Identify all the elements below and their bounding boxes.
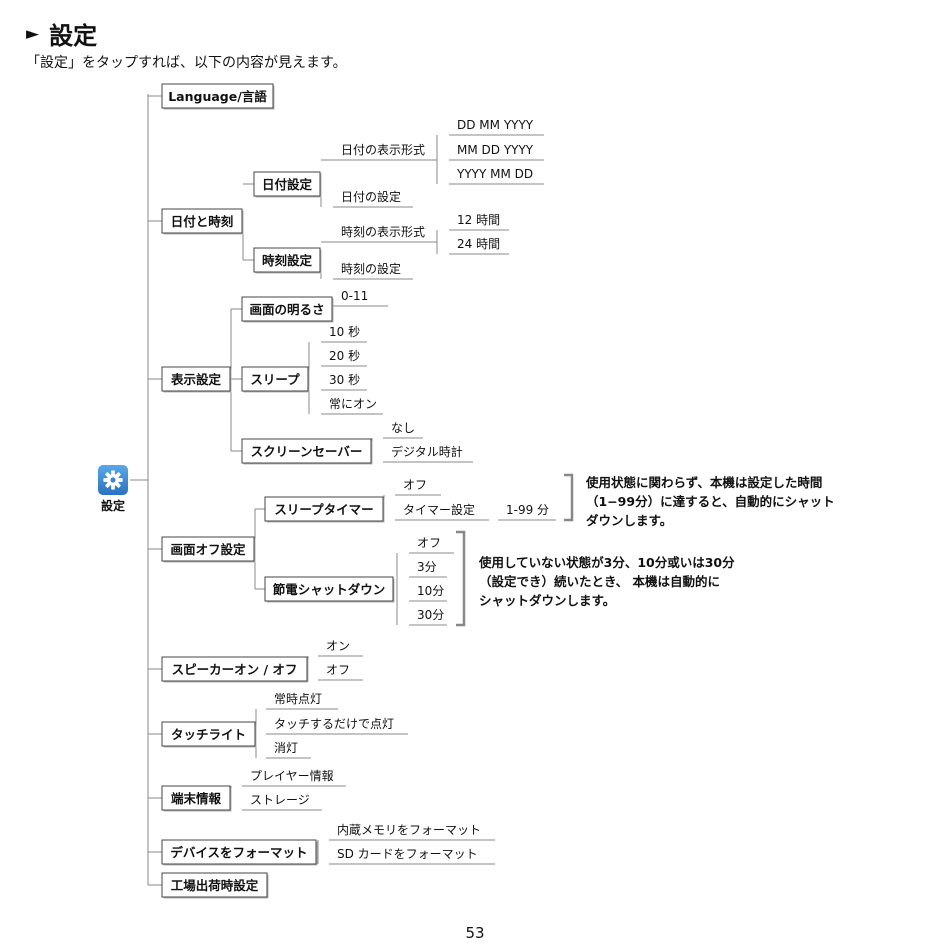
node-label: タッチライト bbox=[171, 727, 246, 742]
leaf-sleep-option: 常にオン bbox=[329, 397, 377, 411]
leaf-date-set: 日付の設定 bbox=[341, 189, 401, 204]
leaf-sleep-timer-option: オフ bbox=[403, 478, 427, 492]
leaf-auto-off-option: 3分 bbox=[417, 560, 437, 574]
leaf-brightness-range: 0-11 bbox=[341, 289, 368, 303]
leaf-sleep-option: 30 秒 bbox=[329, 373, 360, 387]
node-auto-off: 節電シャットダウン bbox=[264, 576, 395, 603]
leaf-device-info-option: ストレージ bbox=[250, 793, 310, 807]
page-title: 設定 bbox=[49, 22, 98, 50]
sleep-timer-note: 使用状態に関わらず、本機は設定した時間 （1−99分）に達すると、自動的にシャッ… bbox=[586, 473, 835, 530]
node-date-settings: 日付設定 bbox=[253, 171, 322, 198]
node-label: 時刻設定 bbox=[262, 253, 313, 268]
leaf-sleep-timer-option: タイマー設定 bbox=[403, 502, 475, 517]
category-touchlight: タッチライト bbox=[161, 721, 257, 748]
intro-text: 「設定」をタップすれば、以下の内容が見えます。 bbox=[26, 55, 347, 71]
leaf-time-set: 時刻の設定 bbox=[341, 261, 401, 276]
node-label: デバイスをフォーマット bbox=[170, 845, 307, 860]
bracket bbox=[456, 530, 466, 627]
leaf-sleep-option: 10 秒 bbox=[329, 325, 360, 339]
leaf-auto-off-option: オフ bbox=[417, 536, 441, 550]
category-speaker: スピーカーオン / オフ bbox=[161, 656, 309, 683]
node-label: 日付設定 bbox=[262, 177, 313, 192]
category-factory-reset: 工場出荷時設定 bbox=[161, 872, 269, 899]
leaf-time-format-option: 24 時間 bbox=[457, 237, 500, 251]
page-number: 53 bbox=[465, 924, 485, 942]
leaf-speaker-option: オン bbox=[326, 639, 350, 653]
node-screensaver: スクリーンセーバー bbox=[241, 438, 373, 465]
node-label: 節電シャットダウン bbox=[273, 582, 386, 597]
category-datetime: 日付と時刻 bbox=[161, 208, 244, 235]
leaf-format-option: 内蔵メモリをフォーマット bbox=[337, 823, 481, 837]
leaf-date-format-option: DD MM YYYY bbox=[457, 118, 534, 132]
node-label: 工場出荷時設定 bbox=[171, 878, 259, 893]
node-label: スリープ bbox=[250, 372, 300, 387]
note-line: 使用していない状態が3分、10分或いは30分 bbox=[479, 555, 735, 570]
root-label: 設定 bbox=[100, 499, 125, 513]
node-label: 画面の明るさ bbox=[249, 302, 324, 317]
leaf-date-format-option: MM DD YYYY bbox=[457, 143, 534, 157]
note-line: （1−99分）に達すると、自動的にシャット bbox=[586, 494, 835, 509]
category-language: Language/言語 bbox=[161, 83, 275, 110]
leaf-touchlight-option: 消灯 bbox=[274, 741, 298, 755]
node-sleep: スリープ bbox=[241, 366, 310, 393]
leaf-time-format-option: 12 時間 bbox=[457, 213, 500, 227]
note-line: ダウンします。 bbox=[586, 513, 673, 528]
leaf-format-option: SD カードをフォーマット bbox=[337, 847, 478, 861]
leaf-date-format: 日付の表示形式 bbox=[341, 143, 425, 157]
category-format: デバイスをフォーマット bbox=[161, 839, 318, 866]
node-label: 表示設定 bbox=[170, 372, 222, 387]
leaf-time-format: 時刻の表示形式 bbox=[341, 225, 425, 239]
node-label: スリープタイマー bbox=[274, 502, 373, 517]
leaf-sleep-timer-range: 1-99 分 bbox=[506, 503, 549, 517]
auto-off-note: 使用していない状態が3分、10分或いは30分 （設定でき）続いたとき、 本機は自… bbox=[479, 553, 735, 610]
gear-icon bbox=[98, 465, 128, 495]
node-brightness: 画面の明るさ bbox=[241, 296, 334, 323]
leaf-sleep-option: 20 秒 bbox=[329, 349, 360, 363]
page-header: ► 設定 bbox=[26, 16, 97, 51]
node-time-settings: 時刻設定 bbox=[253, 247, 322, 274]
node-sleep-timer: スリープタイマー bbox=[264, 496, 385, 523]
category-screen-off: 画面オフ設定 bbox=[161, 536, 256, 563]
leaf-auto-off-option: 10分 bbox=[417, 584, 444, 598]
flag-triangle-icon: ► bbox=[26, 23, 40, 44]
node-label: スピーカーオン / オフ bbox=[172, 662, 298, 677]
category-device-info: 端末情報 bbox=[161, 785, 232, 812]
node-label: スクリーンセーバー bbox=[251, 444, 363, 459]
note-line: 使用状態に関わらず、本機は設定した時間 bbox=[586, 475, 823, 490]
note-line: シャットダウンします。 bbox=[479, 593, 616, 608]
bracket bbox=[564, 473, 574, 522]
node-label: Language/言語 bbox=[168, 89, 267, 104]
leaf-device-info-option: プレイヤー情報 bbox=[250, 769, 334, 783]
leaf-touchlight-option: 常時点灯 bbox=[274, 692, 322, 706]
node-label: 端末情報 bbox=[171, 791, 222, 806]
leaf-speaker-option: オフ bbox=[326, 663, 350, 677]
leaf-touchlight-option: タッチするだけで点灯 bbox=[274, 717, 394, 731]
leaf-date-format-option: YYYY MM DD bbox=[456, 167, 533, 181]
node-label: 日付と時刻 bbox=[171, 214, 234, 229]
leaf-auto-off-option: 30分 bbox=[417, 608, 444, 622]
node-label: 画面オフ設定 bbox=[170, 542, 246, 557]
leaf-screensaver-option: デジタル時計 bbox=[391, 444, 463, 459]
category-display: 表示設定 bbox=[161, 366, 232, 393]
note-line: （設定でき）続いたとき、 本機は自動的に bbox=[479, 574, 720, 589]
leaf-screensaver-option: なし bbox=[391, 421, 415, 435]
